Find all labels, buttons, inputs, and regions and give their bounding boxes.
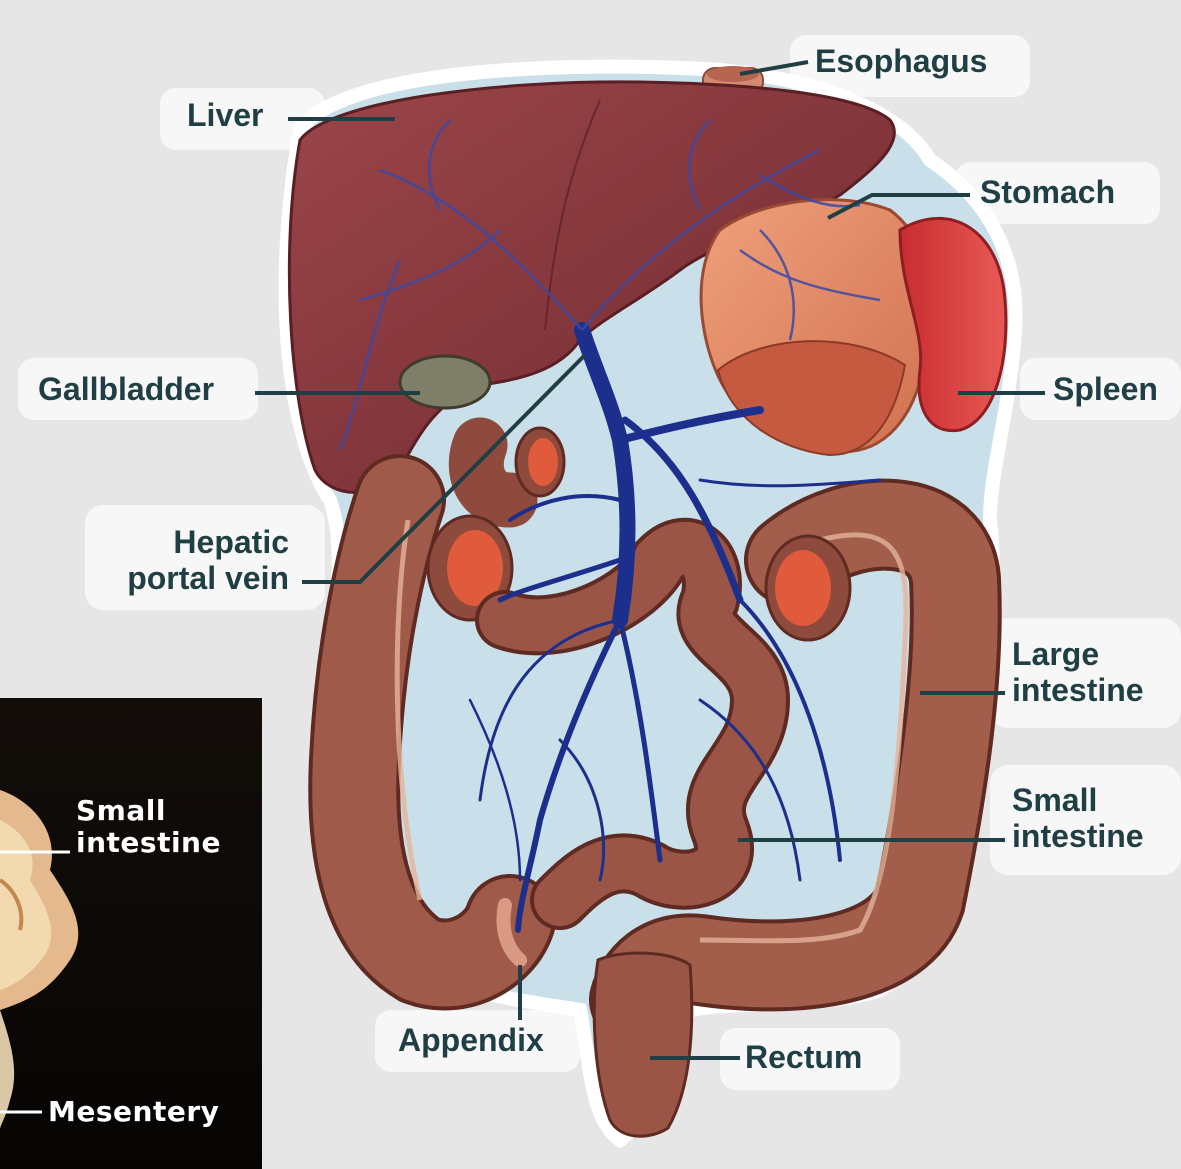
inset-small-intestine-label: Small intestine <box>76 795 221 859</box>
gallbladder-label: Gallbladder <box>38 372 214 408</box>
gallbladder-organ <box>400 356 490 408</box>
rectum-label: Rectum <box>745 1040 862 1076</box>
stomach-label: Stomach <box>980 175 1115 211</box>
large-label-line1: Large <box>1012 637 1144 673</box>
hepatic-portal-vein-label: Hepatic portal vein <box>105 525 289 597</box>
small-label-line1: Small <box>1012 783 1144 819</box>
liver-label: Liver <box>187 98 263 134</box>
inset-small-line2: intestine <box>76 827 221 859</box>
inset-mesentery-label: Mesentery <box>48 1096 219 1128</box>
large-intestine-label: Large intestine <box>1012 637 1144 709</box>
hepatic-label-line1: Hepatic <box>105 525 289 561</box>
inset-small-line1: Small <box>76 795 221 827</box>
rectum-organ <box>594 953 692 1136</box>
large-label-line2: intestine <box>1012 673 1144 709</box>
small-label-line2: intestine <box>1012 819 1144 855</box>
spleen-label: Spleen <box>1053 372 1158 408</box>
hepatic-label-line2: portal vein <box>105 561 289 597</box>
small-intestine-label: Small intestine <box>1012 783 1144 855</box>
appendix-label: Appendix <box>398 1023 544 1059</box>
esophagus-label: Esophagus <box>815 44 987 80</box>
